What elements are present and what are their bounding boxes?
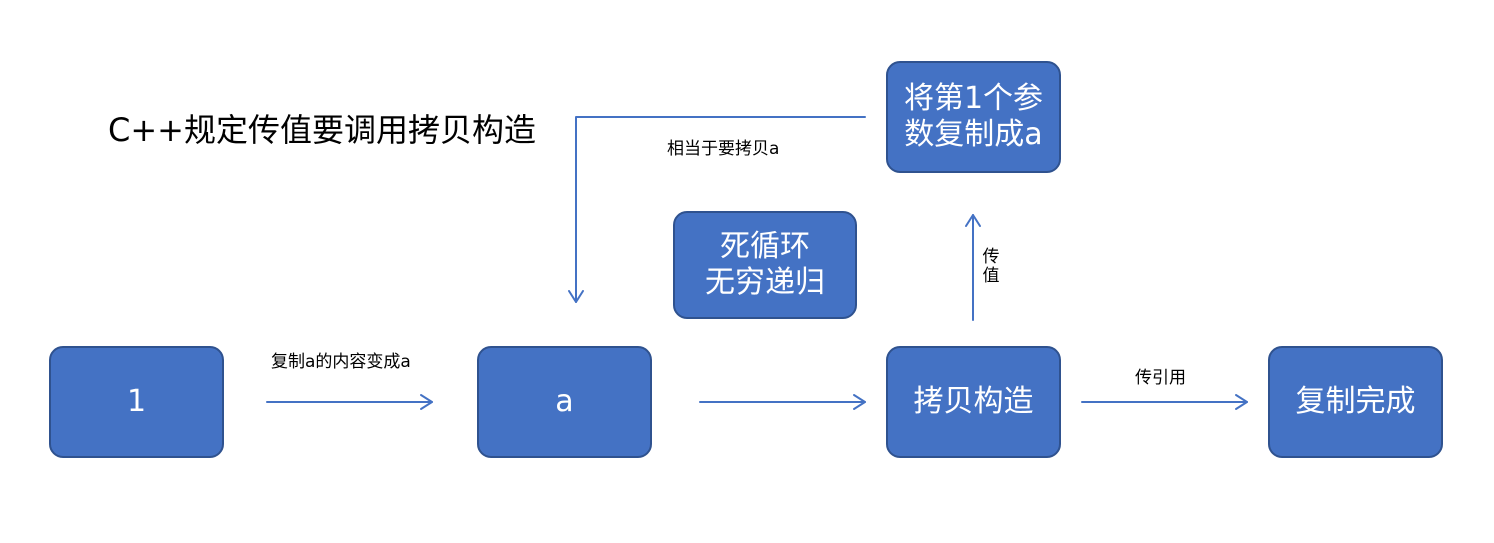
arrow-param-to-a [575, 116, 866, 303]
node-copy-param: 将第1个参 数复制成a [886, 61, 1061, 173]
edge-label-ctor-to-done: 传引用 [1135, 368, 1186, 388]
node-copy-constructor: 拷贝构造 [886, 346, 1061, 458]
edge-label-one-to-a: 复制a的内容变成a [271, 352, 411, 372]
diagram-title: C++规定传值要调用拷贝构造 [108, 111, 536, 149]
edge-label-param-to-a: 相当于要拷贝a [667, 139, 780, 159]
node-a: a [477, 346, 652, 458]
node-copy-done: 复制完成 [1268, 346, 1443, 458]
edge-label-ctor-to-param: 传值 [982, 247, 1000, 286]
node-infinite-recursion: 死循环 无穷递归 [673, 211, 857, 319]
node-one: 1 [49, 346, 224, 458]
